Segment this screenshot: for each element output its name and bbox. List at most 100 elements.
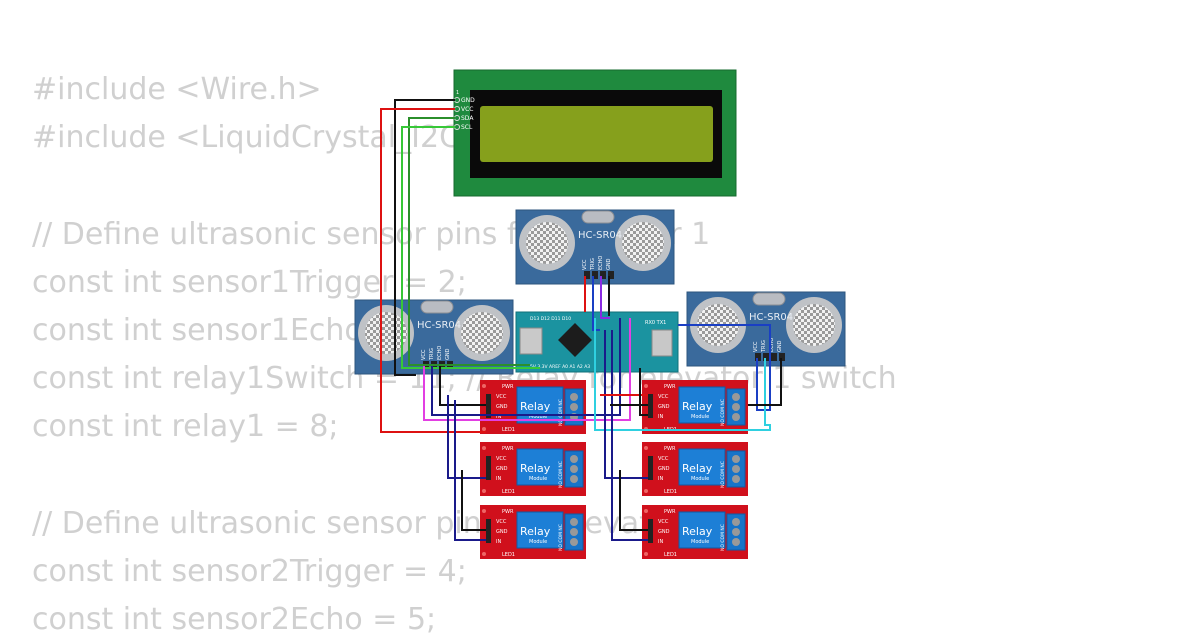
relay-right-3-terminals: NO COM NC bbox=[720, 524, 726, 551]
relay-left-3-led: LED1 bbox=[502, 552, 515, 558]
relay-left-3-pin-vcc: VCC bbox=[496, 519, 507, 525]
relay-right-1-terminals: NO COM NC bbox=[720, 399, 726, 426]
relay-left-2-subtitle: Module bbox=[529, 476, 547, 482]
relay-right-3-led: LED1 bbox=[664, 552, 677, 558]
sensor-left-pin-vcc: VCC bbox=[421, 349, 427, 360]
wire-left-sensor-trig bbox=[423, 318, 631, 421]
relay-module-right-2: Relay Module PWR LED1 VCC GND IN NO COM … bbox=[641, 441, 749, 497]
relay-left-1-pin-vcc: VCC bbox=[496, 394, 507, 400]
wire-relay-left-3-in bbox=[454, 400, 486, 541]
relay-module-right-1: Relay Module PWR LED1 VCC GND IN NO COM … bbox=[641, 379, 749, 435]
wire-top-sensor-trig bbox=[592, 276, 600, 331]
relay-module-right-3: Relay Module PWR LED1 VCC GND IN NO COM … bbox=[641, 504, 749, 560]
arduino-top-pin-labels: D13 D12 D11 D10 bbox=[530, 316, 571, 322]
relay-left-2-led: LED1 bbox=[502, 489, 515, 495]
relay-module-left-1: Relay Module PWR LED1 VCC GND IN NO COM … bbox=[479, 379, 587, 435]
relay-right-2-terminals: NO COM NC bbox=[720, 461, 726, 488]
wire-lcd-scl bbox=[401, 126, 540, 369]
wire-lcd-gnd bbox=[394, 99, 455, 376]
usb-port bbox=[519, 327, 543, 355]
code-line: const int relay1 = 8; bbox=[32, 409, 339, 445]
relay-left-2-pin-in: IN bbox=[496, 476, 501, 482]
microcontroller-chip bbox=[558, 323, 592, 357]
relay-left-1-title: Relay bbox=[520, 400, 551, 413]
sensor-top-label: HC-SR04 bbox=[578, 230, 622, 241]
lcd-pin-vcc: VCC bbox=[461, 106, 473, 113]
relay-left-1-terminals: NO COM NC bbox=[558, 399, 564, 426]
relay-left-1-led: LED1 bbox=[502, 427, 515, 433]
relay-left-3-terminals: NO COM NC bbox=[558, 524, 564, 551]
relay-right-3-subtitle: Module bbox=[691, 539, 709, 545]
relay-right-1-title: Relay bbox=[682, 400, 713, 413]
sensor-right-pin-gnd: GND bbox=[777, 340, 783, 352]
relay-right-3-title: Relay bbox=[682, 525, 713, 538]
wire-relay-left-2-in bbox=[447, 395, 486, 479]
wire-relay-right-2-in bbox=[604, 330, 648, 479]
relay-left-1-pin-in: IN bbox=[496, 414, 501, 420]
wire-right-sensor-trig bbox=[678, 324, 771, 411]
relay-right-3-pin-in: IN bbox=[658, 539, 663, 545]
relay-right-1-pin-in: IN bbox=[658, 414, 663, 420]
sensor-left-pin-trig: TRIG bbox=[429, 348, 435, 361]
lcd-display: 1 GND VCC SDA SCL bbox=[453, 69, 737, 197]
circuit-diagram: 1 GND VCC SDA SCL HC-SR04 VCC TRIG ECHO … bbox=[354, 69, 846, 560]
code-line: #include <Wire.h> bbox=[32, 72, 322, 107]
sensor-right-pin-vcc: VCC bbox=[753, 341, 759, 352]
relay-right-2-subtitle: Module bbox=[691, 476, 709, 482]
relay-left-1-pin-gnd: GND bbox=[496, 404, 508, 410]
code-line: const int sensor2Trigger = 4; bbox=[32, 553, 467, 589]
relay-left-2-pin-vcc: VCC bbox=[496, 456, 507, 462]
sensor-left-pin-echo: ECHO bbox=[437, 346, 443, 360]
relay-left-3-pin-in: IN bbox=[496, 539, 501, 545]
relay-left-3-pin-gnd: GND bbox=[496, 529, 508, 535]
lcd-pin1-label: 1 bbox=[456, 90, 459, 96]
wire-left-sensor-echo bbox=[431, 318, 621, 416]
sensor-left-pin-gnd: GND bbox=[445, 348, 451, 360]
arduino-rx-tx-label: RX0 TX1 bbox=[645, 320, 666, 326]
relay-left-2-pwr: PWR bbox=[502, 446, 514, 452]
relay-right-2-title: Relay bbox=[682, 462, 713, 475]
relay-right-2-pin-gnd: GND bbox=[658, 466, 670, 472]
relay-right-2-led: LED1 bbox=[664, 489, 677, 495]
wire-left-sensor-gnd bbox=[439, 366, 486, 406]
relay-right-3-pin-vcc: VCC bbox=[658, 519, 669, 525]
relay-right-2-pwr: PWR bbox=[664, 446, 676, 452]
lcd-pin-gnd: GND bbox=[461, 97, 475, 104]
relay-right-3-pin-gnd: GND bbox=[658, 529, 670, 535]
sensor-top-pin-echo: ECHO bbox=[598, 256, 604, 270]
relay-right-1-pwr: PWR bbox=[664, 384, 676, 390]
wire-lcd-sda bbox=[408, 117, 530, 366]
wires bbox=[380, 99, 782, 541]
relay-left-3-pwr: PWR bbox=[502, 509, 514, 515]
relay-right-1-pin-vcc: VCC bbox=[658, 394, 669, 400]
lcd-pin-scl: SCL bbox=[461, 124, 473, 131]
wire-lcd-vcc bbox=[380, 108, 486, 433]
ultrasonic-sensor-right: HC-SR04 VCC TRIG ECHO GND bbox=[686, 291, 846, 367]
relay-module-left-3: Relay Module PWR LED1 VCC GND IN NO COM … bbox=[479, 504, 587, 560]
wire-top-sensor-echo bbox=[600, 276, 610, 319]
code-line: const int sensor1Trigger = 2; bbox=[32, 264, 467, 300]
relay-left-1-pwr: PWR bbox=[502, 384, 514, 390]
relay-module-left-2: Relay Module PWR LED1 VCC GND IN NO COM … bbox=[479, 441, 587, 497]
ultrasonic-sensor-top: HC-SR04 VCC TRIG ECHO GND bbox=[515, 209, 675, 285]
sensor-right-pin-trig: TRIG bbox=[761, 340, 767, 353]
relay-left-2-terminals: NO COM NC bbox=[558, 461, 564, 488]
lcd-screen bbox=[480, 106, 713, 162]
relay-right-1-subtitle: Module bbox=[691, 414, 709, 420]
relay-right-3-pwr: PWR bbox=[664, 509, 676, 515]
relay-left-3-subtitle: Module bbox=[529, 539, 547, 545]
sensor-right-label: HC-SR04 bbox=[749, 312, 793, 323]
wire-right-sensor-echo bbox=[594, 318, 771, 431]
arduino-nano-board: RX0 TX1 5V 3.3V AREF A0 A1 A2 A3 D13 D12… bbox=[515, 311, 679, 373]
sensor-top-pin-trig: TRIG bbox=[590, 258, 596, 271]
arduino-bottom-pin-labels: 5V 3.3V AREF A0 A1 A2 A3 bbox=[530, 364, 590, 370]
relay-right-1-pin-gnd: GND bbox=[658, 404, 670, 410]
wire-right-sensor-gnd bbox=[748, 358, 782, 406]
sensor-left-label: HC-SR04 bbox=[417, 320, 461, 331]
lcd-pin-sda: SDA bbox=[461, 115, 474, 122]
sensor-top-pin-vcc: VCC bbox=[582, 259, 588, 270]
relay-left-1-subtitle: Module bbox=[529, 414, 547, 420]
wire-relay-right-3-in bbox=[611, 330, 648, 541]
relay-right-2-pin-vcc: VCC bbox=[658, 456, 669, 462]
sensor-top-pin-gnd: GND bbox=[606, 258, 612, 270]
